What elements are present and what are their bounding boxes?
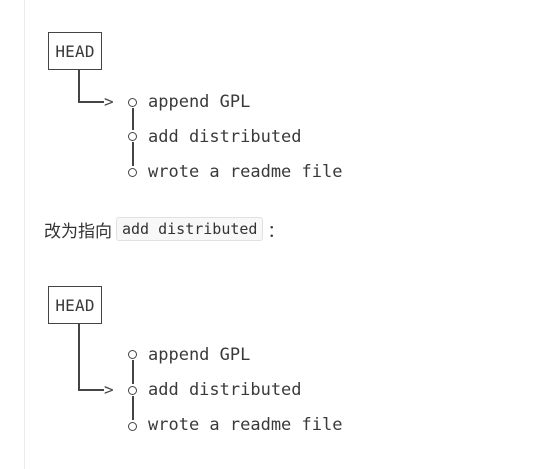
head-connector-vertical (78, 70, 80, 102)
commit-edge (132, 108, 134, 130)
commit-label: wrote a readme file (148, 162, 343, 182)
inline-code: add distributed (116, 217, 264, 241)
paragraph-text: 改为指向 (44, 221, 112, 242)
commit-node (128, 386, 137, 395)
git-diagram-before: HEAD > append GPL add distributed wrote … (0, 28, 552, 188)
commit-node (128, 132, 137, 141)
head-pointer-box: HEAD (48, 286, 102, 324)
commit-edge (132, 360, 134, 384)
head-arrow: > (104, 380, 114, 399)
head-connector-vertical (78, 324, 80, 390)
commit-label: wrote a readme file (148, 415, 343, 435)
commit-label: add distributed (148, 380, 302, 400)
head-connector-horizontal (78, 101, 104, 103)
git-diagram-after: HEAD > append GPL add distributed wrote … (0, 282, 552, 442)
blockquote-rule (24, 0, 25, 469)
commit-node (128, 98, 137, 107)
commit-node (128, 168, 137, 177)
commit-label: append GPL (148, 92, 251, 112)
commit-label: append GPL (148, 345, 251, 365)
commit-node (128, 350, 137, 359)
commit-label: add distributed (148, 127, 302, 147)
head-arrow: > (104, 92, 114, 111)
commit-edge (132, 142, 134, 166)
explanation-paragraph: 改为指向 add distributed ： (44, 215, 284, 243)
head-connector-horizontal (78, 389, 104, 391)
head-pointer-box: HEAD (48, 32, 102, 70)
commit-edge (132, 396, 134, 420)
commit-node (128, 422, 137, 431)
paragraph-punctuation: ： (267, 221, 285, 242)
